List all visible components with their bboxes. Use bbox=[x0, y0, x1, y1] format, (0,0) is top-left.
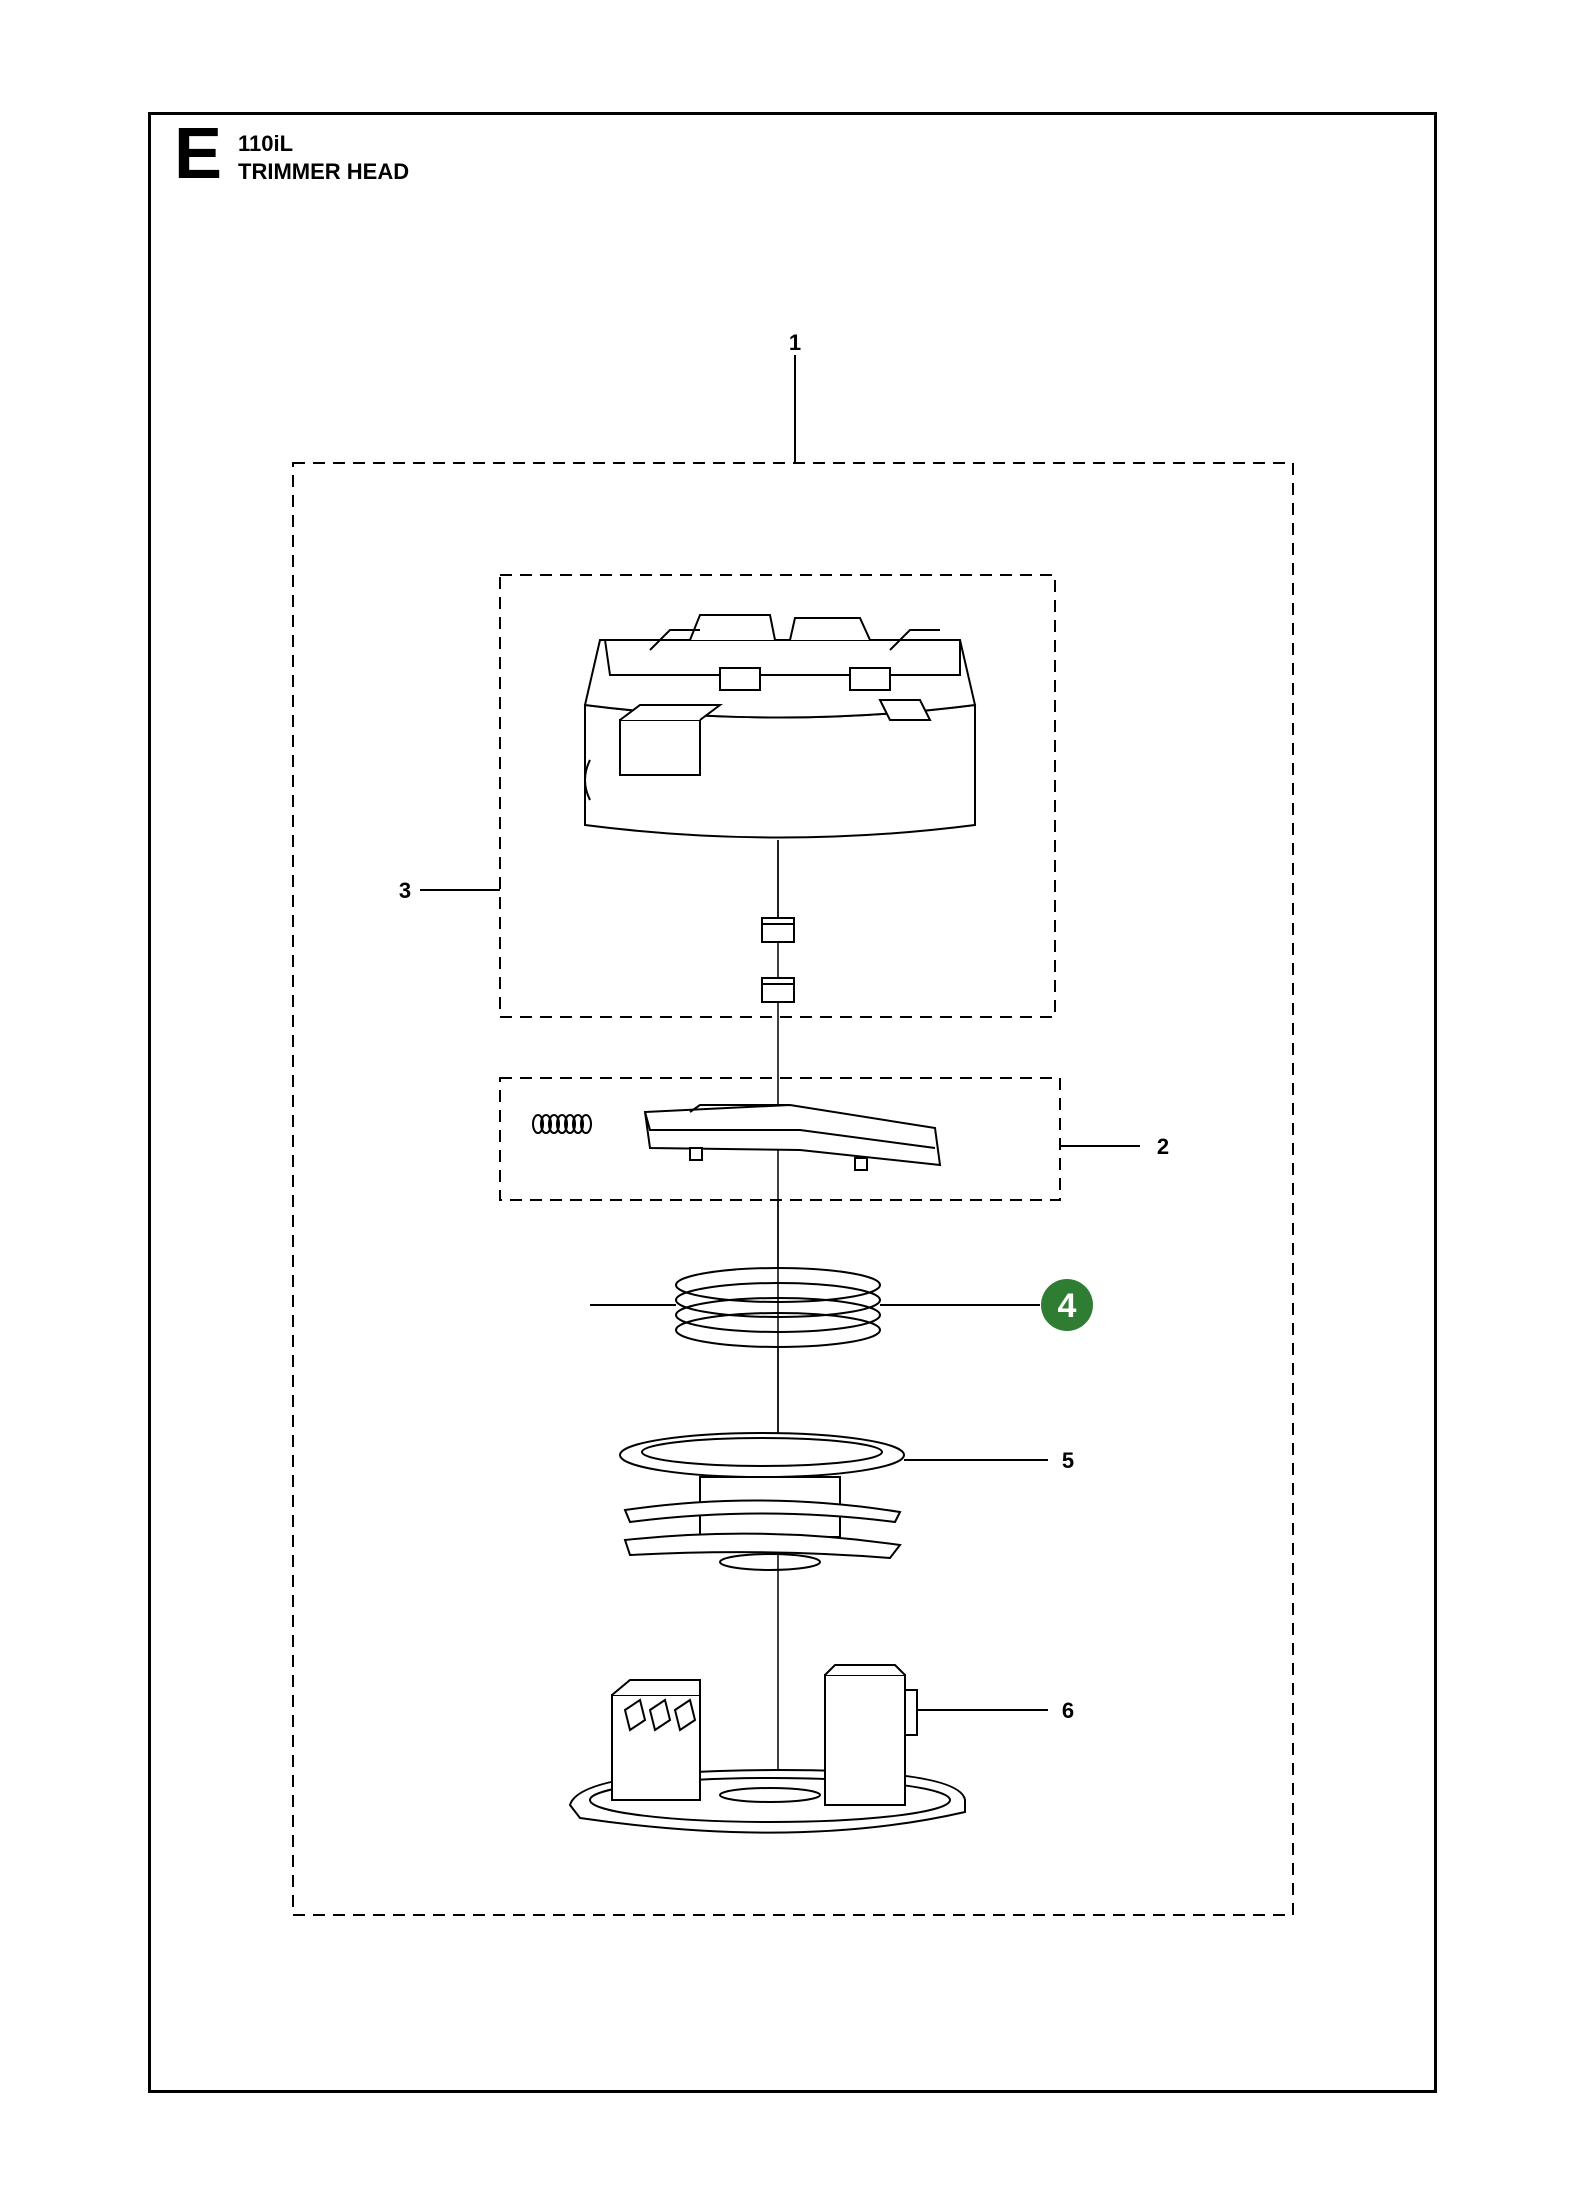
callout-1: 1 bbox=[789, 330, 801, 355]
part-4-trimmer-line bbox=[590, 1267, 966, 1348]
bushing-upper bbox=[761, 917, 795, 943]
callout-4-highlight-circle bbox=[1041, 1279, 1093, 1331]
part-5-spool bbox=[619, 1432, 905, 1571]
callout-3: 3 bbox=[399, 878, 411, 903]
part-2-spring bbox=[532, 1114, 592, 1134]
page-title: TRIMMER HEAD bbox=[238, 159, 410, 184]
assembly-group-1-box bbox=[292, 462, 1294, 1916]
callout-2: 2 bbox=[1157, 1134, 1169, 1159]
callout-5: 5 bbox=[1062, 1448, 1074, 1473]
callout-4: 4 bbox=[1058, 1287, 1077, 1325]
model-name: 110iL bbox=[238, 131, 294, 156]
section-letter: E bbox=[174, 114, 223, 194]
assembly-group-2-box bbox=[499, 1077, 1061, 1201]
bushing-lower bbox=[761, 977, 795, 1003]
part-3-housing-cover bbox=[583, 614, 977, 839]
callout-6: 6 bbox=[1062, 1698, 1074, 1723]
part-2-slide bbox=[643, 1103, 942, 1171]
part-6-bottom-cap bbox=[568, 1664, 966, 1834]
drawing-frame bbox=[148, 112, 1437, 2093]
